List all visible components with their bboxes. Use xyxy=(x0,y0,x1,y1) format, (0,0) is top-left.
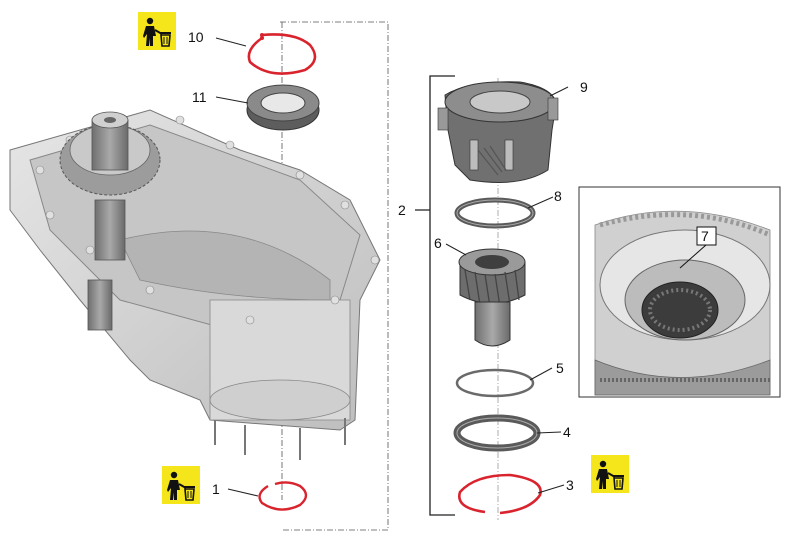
shim-ring-5 xyxy=(455,368,535,398)
callout-6: 6 xyxy=(434,235,442,251)
leader-lines xyxy=(215,37,569,497)
callout-1: 1 xyxy=(212,481,220,497)
callout-9: 9 xyxy=(580,79,588,95)
gear-sleeve-6 xyxy=(458,248,526,347)
trash-disposal-icon xyxy=(137,11,177,51)
trash-disposal-icon xyxy=(590,454,630,494)
callout-2: 2 xyxy=(398,202,406,218)
seal-11 xyxy=(246,84,320,131)
snap-ring-3 xyxy=(458,473,542,515)
transfer-case-housing xyxy=(9,109,381,460)
assembly-bracket-2 xyxy=(415,75,455,516)
callout-10: 10 xyxy=(188,29,204,45)
snap-ring-1 xyxy=(258,481,308,511)
thrust-ring-8 xyxy=(454,197,536,229)
callout-4: 4 xyxy=(563,424,571,440)
callout-8: 8 xyxy=(554,188,562,204)
thrust-washer-4 xyxy=(453,414,541,452)
snap-ring-10 xyxy=(247,33,317,75)
detail-inset xyxy=(578,186,781,398)
trash-disposal-icon xyxy=(161,465,201,505)
callout-7: 7 xyxy=(701,228,709,244)
callout-5: 5 xyxy=(556,360,564,376)
clutch-housing-9 xyxy=(437,81,559,183)
callout-3: 3 xyxy=(566,477,574,493)
callout-11: 11 xyxy=(192,89,207,105)
